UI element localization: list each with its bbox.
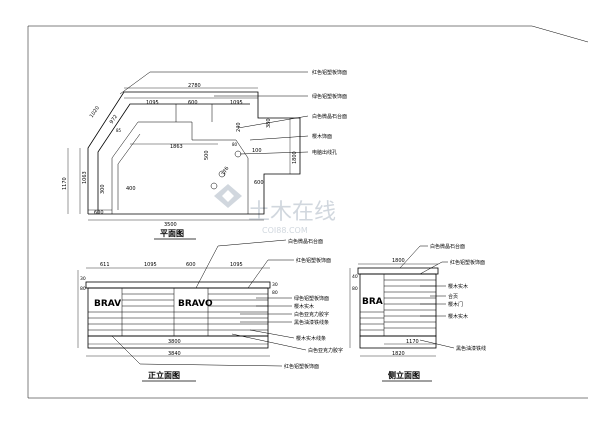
plan-dim-small-1: 80 xyxy=(232,142,238,147)
front-callout-right-4: 黑色油漆铁线条 xyxy=(294,319,329,326)
plan-dim-right-seg: 1095 xyxy=(230,100,243,106)
plan-dim-left-seg: 1095 xyxy=(146,100,159,106)
front-dim-bottom-outer: 3840 xyxy=(168,351,181,357)
plan-dim-500: 500 xyxy=(204,150,210,160)
plan-dim-1170: 1170 xyxy=(62,177,68,190)
plan-dim-bottom: 3500 xyxy=(164,222,177,228)
front-brand-2: BRAVO xyxy=(178,299,213,309)
front-callout-bottom-right-2: 白色亚克力胶字 xyxy=(308,347,343,354)
side-dim-bottom-inner: 1170 xyxy=(406,339,419,345)
plan-dim-400: 400 xyxy=(126,186,136,192)
front-callout-top-2: 红色铝塑板饰面 xyxy=(296,257,331,264)
plan-dim-300: 300 xyxy=(100,184,106,194)
front-dim-top-3: 600 xyxy=(186,262,196,268)
plan-dim-diag-b: 972 xyxy=(109,114,119,125)
plan-dim-100: 100 xyxy=(252,148,262,154)
drawing-frame xyxy=(27,25,589,399)
side-callout-top-2: 红色铝塑板饰面 xyxy=(450,259,485,266)
side-callout-bottom: 黑色油漆铁线 xyxy=(456,345,486,352)
watermark-text-en: COI88.COM xyxy=(262,226,308,235)
plan-dim-600-left: 600 xyxy=(94,210,104,216)
plan-callout-2: 绿色铝塑板饰面 xyxy=(312,93,347,100)
plan-dim-small-2: 85 xyxy=(116,128,122,133)
side-dim-top: 1800 xyxy=(392,258,405,264)
side-title: 侧立面图 xyxy=(388,370,420,380)
side-brand: BRA xyxy=(362,297,383,307)
side-callout-right-4: 樱木实木 xyxy=(448,313,468,320)
side-callout-right-3: 樱木门 xyxy=(448,301,463,308)
plan-dim-600-right: 600 xyxy=(254,180,264,186)
side-callout-top-1: 白色微晶石台面 xyxy=(430,243,465,250)
plan-callout-3: 白色微晶石台面 xyxy=(312,113,347,120)
front-title: 正立面图 xyxy=(148,370,180,380)
front-dim-left-2: 80 xyxy=(80,286,86,292)
front-callout-right-1: 绿色铝塑板饰面 xyxy=(294,295,329,302)
front-callout-right-3: 白色亚克力胶字 xyxy=(294,311,329,318)
front-elevation: BRAV BRAVO 611 1095 600 1095 30 80 30 80… xyxy=(77,238,343,382)
side-callout-right-2: 合页 xyxy=(448,293,458,300)
front-brand-1: BRAV xyxy=(94,299,121,309)
side-callout-right-1: 樱木实木 xyxy=(448,283,468,290)
plan-dim-diag-a: 1020 xyxy=(89,105,101,119)
plan-callout-4: 樱木饰面 xyxy=(312,133,332,140)
plan-dim-376: 376 xyxy=(221,166,231,177)
front-dim-top-2: 1095 xyxy=(144,262,157,268)
plan-dim-inner-a: 1863 xyxy=(170,144,183,150)
front-dim-bottom-inner: 3800 xyxy=(168,339,181,345)
side-dim-left-2: 80 xyxy=(352,286,358,292)
front-callout-right-2: 樱木实木 xyxy=(294,303,314,310)
plan-dim-mid-seg: 600 xyxy=(188,100,198,106)
plan-view: 2780 1095 600 1095 1020 972 1863 240 380… xyxy=(62,69,347,240)
plan-dim-240: 240 xyxy=(236,122,242,132)
plan-dim-1800: 1800 xyxy=(292,151,298,164)
plan-dim-1063: 1063 xyxy=(82,171,88,184)
plan-title: 平面图 xyxy=(160,229,184,238)
plan-dim-top: 2780 xyxy=(188,83,201,89)
front-dim-right-2: 80 xyxy=(272,290,278,296)
front-dim-top-4: 1095 xyxy=(230,262,243,268)
front-dim-left-1: 30 xyxy=(80,276,86,282)
plan-callout-5: 电脑出线孔 xyxy=(312,149,337,156)
plan-callout-1: 红色铝塑板饰面 xyxy=(312,69,347,76)
side-dim-left-1: 40 xyxy=(352,274,358,280)
front-callout-bottom-right-1: 樱木实木线条 xyxy=(296,335,326,342)
side-slats xyxy=(360,279,436,331)
side-dim-bottom-outer: 1820 xyxy=(392,351,405,357)
side-elevation: BRA 1800 40 80 1170 1820 白色微晶石台面 红色铝塑板饰面… xyxy=(349,243,486,382)
watermark: 土木在线 COI88.COM xyxy=(214,184,336,235)
front-dim-top-1: 611 xyxy=(100,262,110,268)
front-dim-right-1: 30 xyxy=(272,282,278,288)
front-callout-bottom: 红色铝塑板饰面 xyxy=(284,363,319,370)
front-callout-top-1: 白色微晶石台面 xyxy=(288,238,323,245)
plan-dim-380: 380 xyxy=(266,118,272,128)
watermark-text-cn: 土木在线 xyxy=(248,200,336,225)
